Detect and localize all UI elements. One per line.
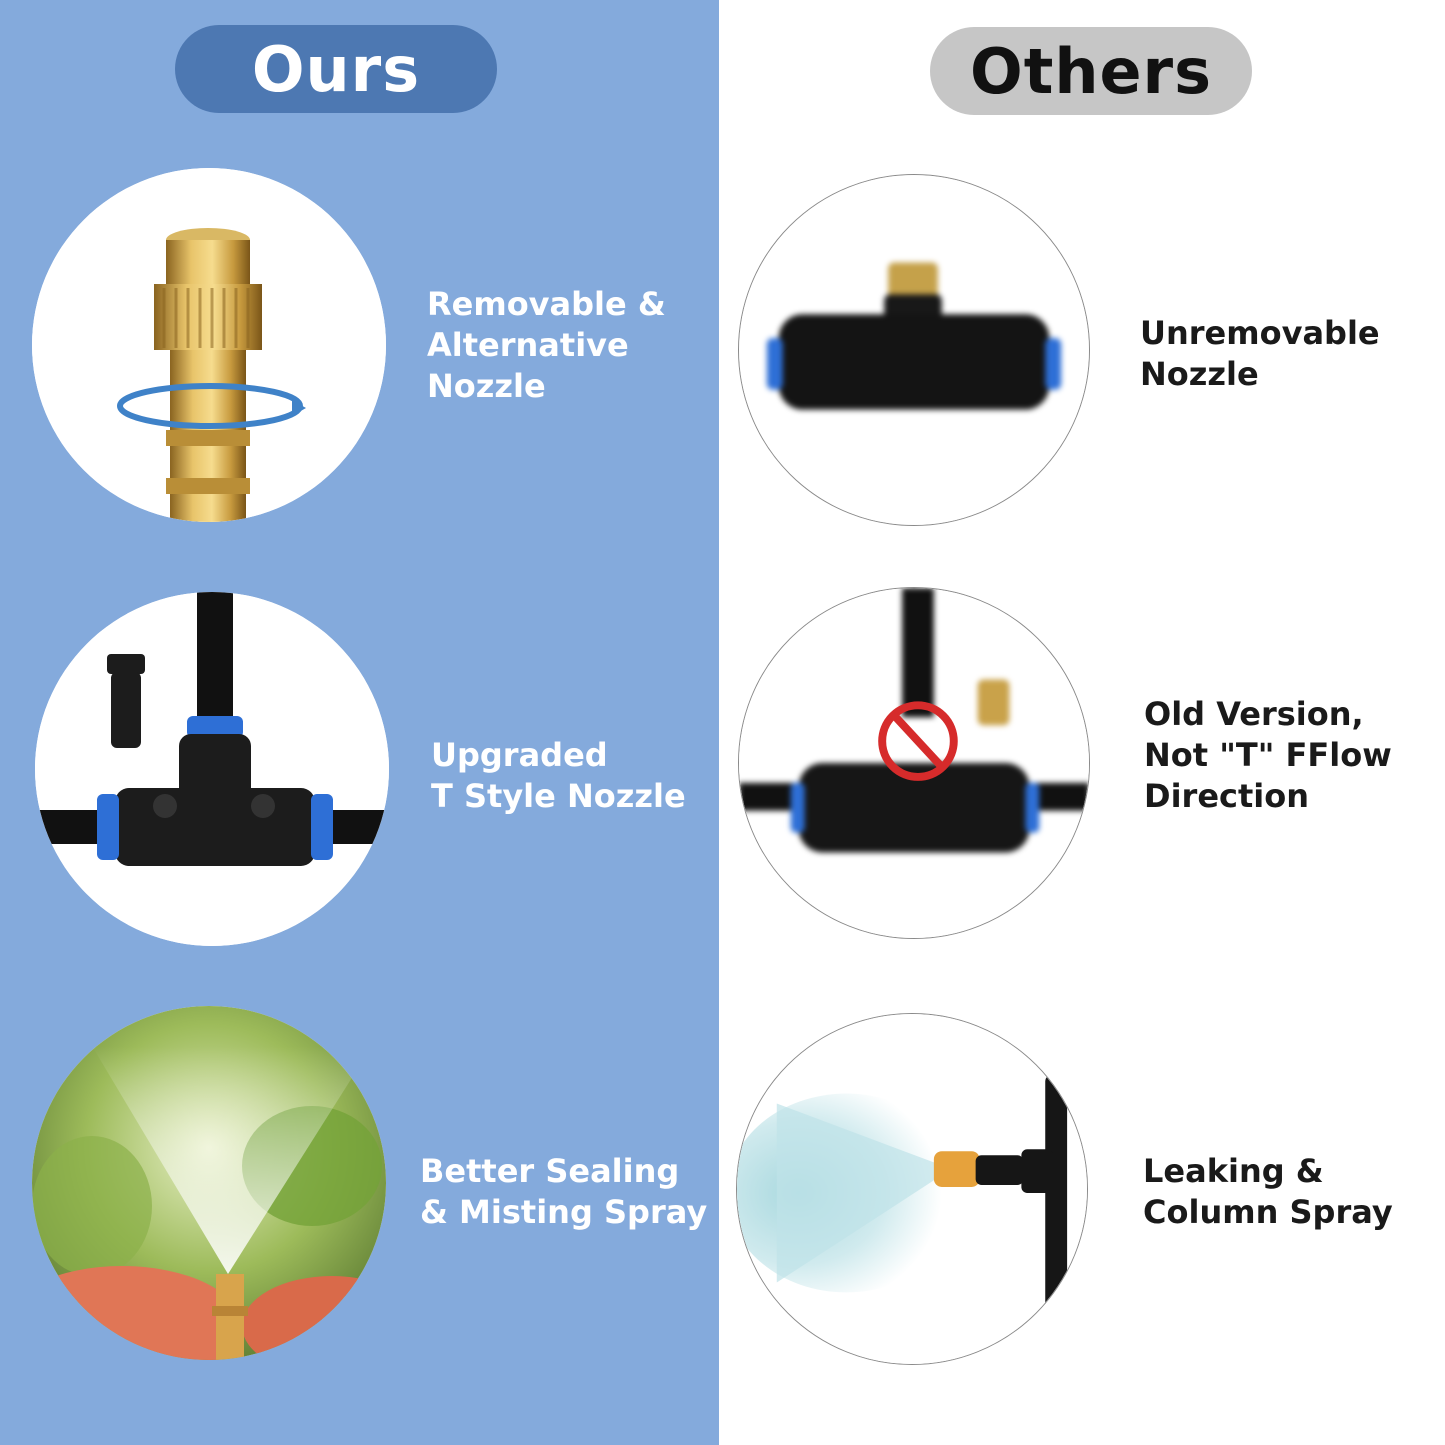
caption-line: Removable &: [427, 285, 666, 323]
others-feature-2-caption: Old Version, Not "T" FFlow Direction: [1144, 694, 1392, 817]
ours-feature-3-caption: Better Sealing & Misting Spray: [420, 1151, 707, 1233]
others-feature-1-caption: Unremovable Nozzle: [1140, 313, 1380, 395]
misting-spray-image: [32, 1006, 386, 1360]
others-title-badge: Others: [930, 27, 1252, 115]
old-version-image: [738, 587, 1090, 939]
ours-title: Ours: [251, 32, 421, 106]
caption-line: Column Spray: [1143, 1193, 1393, 1231]
caption-line: & Misting Spray: [420, 1193, 708, 1231]
caption-line: Old Version,: [1144, 695, 1364, 733]
caption-line: Better Sealing: [420, 1152, 680, 1190]
others-feature-3-caption: Leaking & Column Spray: [1143, 1151, 1393, 1233]
caption-line: Leaking &: [1143, 1152, 1324, 1190]
unremovable-nozzle-image: [738, 174, 1090, 526]
ours-feature-1-caption: Removable & Alternative Nozzle: [427, 284, 666, 407]
caption-line: T Style Nozzle: [431, 777, 686, 815]
others-title: Others: [969, 34, 1212, 108]
caption-line: Upgraded: [431, 736, 608, 774]
caption-line: Nozzle: [1140, 355, 1259, 393]
caption-line: Nozzle: [427, 367, 546, 405]
removable-nozzle-image: [32, 168, 386, 522]
t-style-nozzle-image: [35, 592, 389, 946]
caption-line: Not "T" FFlow: [1144, 736, 1392, 774]
caption-line: Alternative: [427, 326, 629, 364]
ours-feature-2-caption: Upgraded T Style Nozzle: [431, 735, 686, 817]
column-spray-image: [736, 1013, 1088, 1365]
caption-line: Unremovable: [1140, 314, 1380, 352]
ours-title-badge: Ours: [175, 25, 497, 113]
caption-line: Direction: [1144, 777, 1310, 815]
